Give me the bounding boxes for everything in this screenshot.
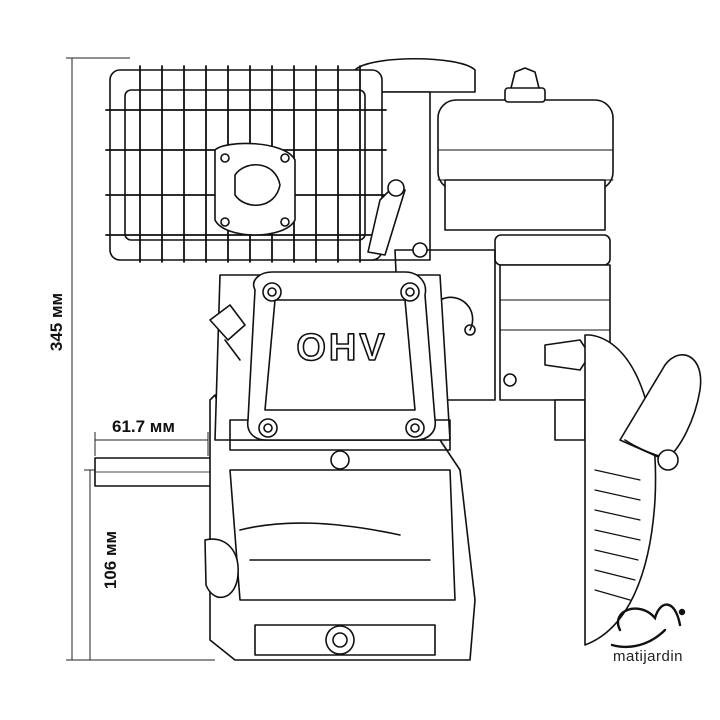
crankcase [204, 394, 476, 661]
air-filter [437, 67, 614, 231]
valve-cover [246, 271, 437, 470]
shaft-height-dimension-label: 106 мм [101, 531, 120, 589]
engine-body: OHV [94, 57, 702, 661]
dimension-lines [66, 57, 215, 661]
spark-plug [209, 304, 246, 361]
muffler-guard [105, 65, 387, 263]
valve-cover-text: OHV [296, 327, 387, 369]
output-shaft [94, 457, 214, 487]
shaft-length-dimension-label: 61.7 мм [112, 417, 175, 436]
recoil-starter [584, 334, 657, 646]
height-dimension-label: 345 мм [47, 293, 66, 351]
choke-lever [367, 179, 406, 256]
brand-name: matijardin [612, 648, 684, 665]
starter-handle [619, 354, 702, 471]
brand-logo [610, 603, 686, 649]
